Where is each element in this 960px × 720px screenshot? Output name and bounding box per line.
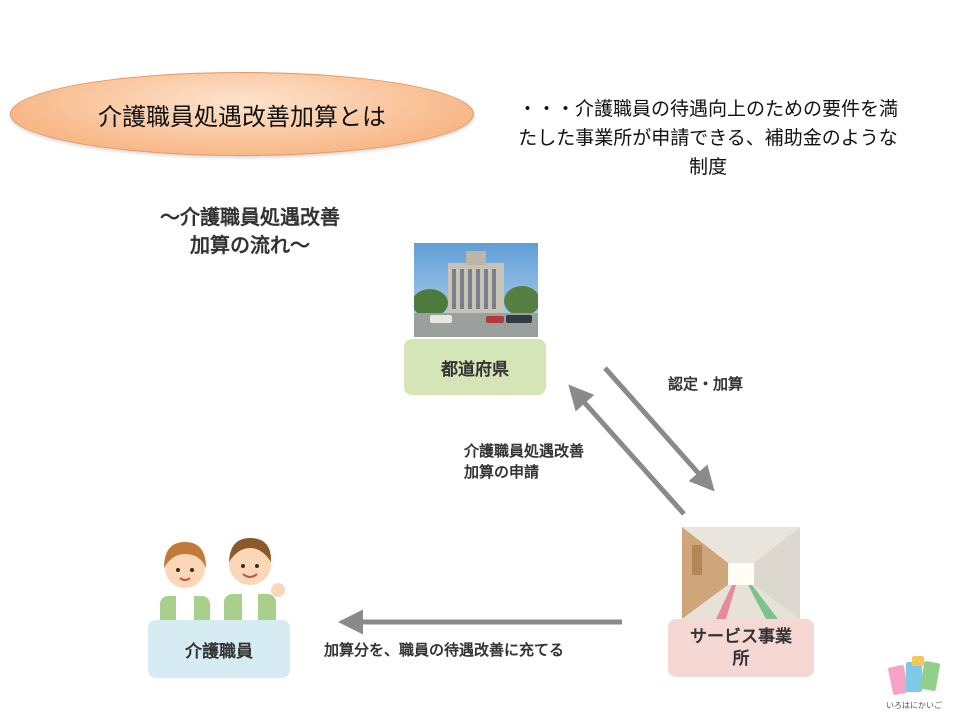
definition-text: ・・・介護職員の待遇向上のための要件を満 たした事業所が申請できる、補助金のよう… (492, 95, 924, 182)
definition-line-3: 制度 (688, 156, 727, 178)
service-office-node: サービス事業 所 (668, 619, 814, 677)
allocate-label: 加算分を、職員の待遇改善に充てる (324, 641, 565, 659)
definition-line-2: たした事業所が申請できる、補助金のような (518, 127, 898, 149)
flow-heading-line-2: 加算の流れ～ (190, 233, 310, 257)
service-office-photo (682, 527, 800, 619)
logo-text: いろはにかいご (886, 700, 942, 710)
apply-label-line-1: 介護職員処遇改善 (464, 442, 585, 460)
service-office-label-line-2: 所 (732, 649, 750, 669)
apply-label-line-2: 加算の申請 (464, 463, 540, 481)
prefecture-building-photo (414, 243, 538, 337)
approve-label: 認定・加算 (668, 375, 744, 393)
title-ellipse: 介護職員処遇改善加算とは (10, 72, 474, 156)
flow-heading-line-1: ～介護職員処遇改善 (160, 205, 340, 229)
prefecture-node: 都道府県 (404, 339, 546, 395)
page-title: 介護職員処遇改善加算とは (98, 102, 386, 131)
flow-heading: ～介護職員処遇改善 加算の流れ～ (130, 203, 370, 259)
arrow-approve (603, 366, 715, 492)
arrow-apply (568, 384, 686, 516)
iroha-kaigo-logo: いろはにかいご (884, 654, 944, 714)
care-staff-node: 介護職員 (148, 620, 290, 678)
service-office-label-line-1: サービス事業 (690, 627, 792, 647)
apply-label: 介護職員処遇改善 加算の申請 (464, 441, 584, 483)
definition-line-1: ・・・介護職員の待遇向上のための要件を満 (517, 98, 898, 120)
